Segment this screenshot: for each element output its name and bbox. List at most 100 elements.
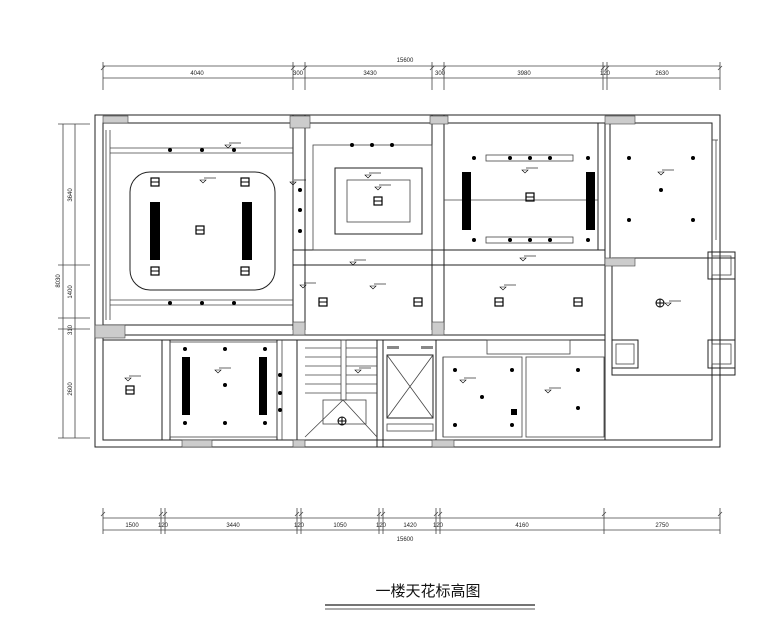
elevation-marker-icon xyxy=(519,257,527,262)
dimension-slash xyxy=(100,511,106,517)
column-square xyxy=(707,339,736,369)
dimension-slash xyxy=(717,511,723,517)
columns xyxy=(94,115,636,448)
top-total-dimension: 15600 xyxy=(397,58,414,64)
downlight-icon xyxy=(586,156,590,160)
downlight-icon xyxy=(627,218,631,222)
bottom-dimension-chain: 1500 120 3440 120 1050 120 1420 120 4160… xyxy=(100,508,723,543)
downlight-icon xyxy=(263,347,267,351)
bottom-dimension: 1500 xyxy=(125,523,139,529)
downlight-icon xyxy=(298,188,302,192)
elevation-marker-icon xyxy=(374,186,382,191)
downlight-icon xyxy=(168,148,172,152)
elevation-marker-icon xyxy=(664,302,672,307)
downlight-icon xyxy=(232,301,236,305)
left-dimension-chain: 8030 3640 1400 310 2600 xyxy=(56,123,90,439)
top-dimension: 120 xyxy=(600,71,611,77)
downlight-icon xyxy=(370,143,374,147)
column-square xyxy=(707,251,736,280)
bottom-dimension: 120 xyxy=(294,523,305,529)
dimension-slash xyxy=(429,65,435,71)
elevation-marker-icon xyxy=(499,286,507,291)
staircase xyxy=(304,339,378,438)
dimension-slash xyxy=(100,65,106,71)
bottom-dimension: 4160 xyxy=(515,523,529,529)
dimension-slash xyxy=(294,511,300,517)
elevation-marker-icon xyxy=(657,171,665,176)
downlight-icon xyxy=(480,395,484,399)
left-dimension: 3640 xyxy=(68,188,74,202)
elevation-marker-icon xyxy=(369,285,377,290)
elevation-marker-icon xyxy=(299,284,307,289)
elevation-marker-icon xyxy=(459,379,467,384)
top-dimension: 3430 xyxy=(363,71,377,77)
dimension-slash xyxy=(162,511,168,517)
bottom-rooms xyxy=(169,339,605,440)
bottom-dimension: 120 xyxy=(158,523,169,529)
elevation-marker-icon xyxy=(354,369,362,374)
elevation-marker-icon xyxy=(349,261,357,266)
light-strip xyxy=(586,172,595,230)
dimension-slash xyxy=(604,65,610,71)
downlight-icon xyxy=(691,218,695,222)
living-room-ceiling xyxy=(105,130,293,320)
elevation-marker-icon xyxy=(124,377,132,382)
dimension-slash xyxy=(380,511,386,517)
downlight-icon xyxy=(263,421,267,425)
dimension-slash xyxy=(600,65,606,71)
column-square xyxy=(611,339,639,369)
downlight-icon xyxy=(510,423,514,427)
downlight-icon xyxy=(548,238,552,242)
elevation-marker-icon xyxy=(364,174,372,179)
elevator-shaft xyxy=(386,346,434,432)
top-dimension: 300 xyxy=(435,71,446,77)
downlight-icon xyxy=(223,421,227,425)
downlight-icon xyxy=(659,188,663,192)
downlight-icon xyxy=(183,347,187,351)
dimension-slash xyxy=(158,511,164,517)
downlight-icon xyxy=(453,368,457,372)
dimension-slash xyxy=(437,511,443,517)
top-dimension: 4040 xyxy=(190,71,204,77)
room-ceiling-top-middle xyxy=(312,144,433,251)
downlight-icon xyxy=(508,238,512,242)
drawing-title: 一楼天花标高图 xyxy=(375,582,480,600)
downlight-icon xyxy=(528,238,532,242)
bottom-dimension: 1050 xyxy=(333,523,347,529)
elevation-marker-icon xyxy=(521,169,529,174)
dimension-slash xyxy=(433,511,439,517)
downlight-icon xyxy=(627,156,631,160)
downlight-icon xyxy=(350,143,354,147)
dimension-slash xyxy=(302,65,308,71)
light-strip xyxy=(242,202,252,260)
left-dimension: 1400 xyxy=(68,285,74,299)
elevation-marker-icon xyxy=(224,144,232,149)
bottom-dimension: 1420 xyxy=(403,523,417,529)
dimension-slash xyxy=(601,511,607,517)
downlight-icon xyxy=(298,208,302,212)
left-total-dimension: 8030 xyxy=(56,274,62,288)
light-strip xyxy=(462,172,471,230)
downlight-icon xyxy=(183,421,187,425)
downlight-icon xyxy=(510,368,514,372)
bottom-dimension: 120 xyxy=(376,523,387,529)
dining-room-ceiling xyxy=(444,154,598,244)
top-dimension: 3980 xyxy=(517,71,531,77)
downlight-icon xyxy=(548,156,552,160)
dimension-slash xyxy=(441,65,447,71)
left-dimension: 2600 xyxy=(68,382,74,396)
downlight-icon xyxy=(576,406,580,410)
bottom-dimension: 2750 xyxy=(655,523,669,529)
left-dimension: 310 xyxy=(68,324,74,335)
downlight-icon xyxy=(278,373,282,377)
light-strip xyxy=(182,357,190,415)
elevation-marker-icon xyxy=(544,389,552,394)
downlight-icon xyxy=(168,301,172,305)
downlight-icon xyxy=(472,156,476,160)
downlight-icon xyxy=(576,368,580,372)
downlight-icon xyxy=(200,301,204,305)
downlight-icon xyxy=(232,148,236,152)
downlight-icon xyxy=(390,143,394,147)
bottom-total-dimension: 15600 xyxy=(397,537,414,543)
